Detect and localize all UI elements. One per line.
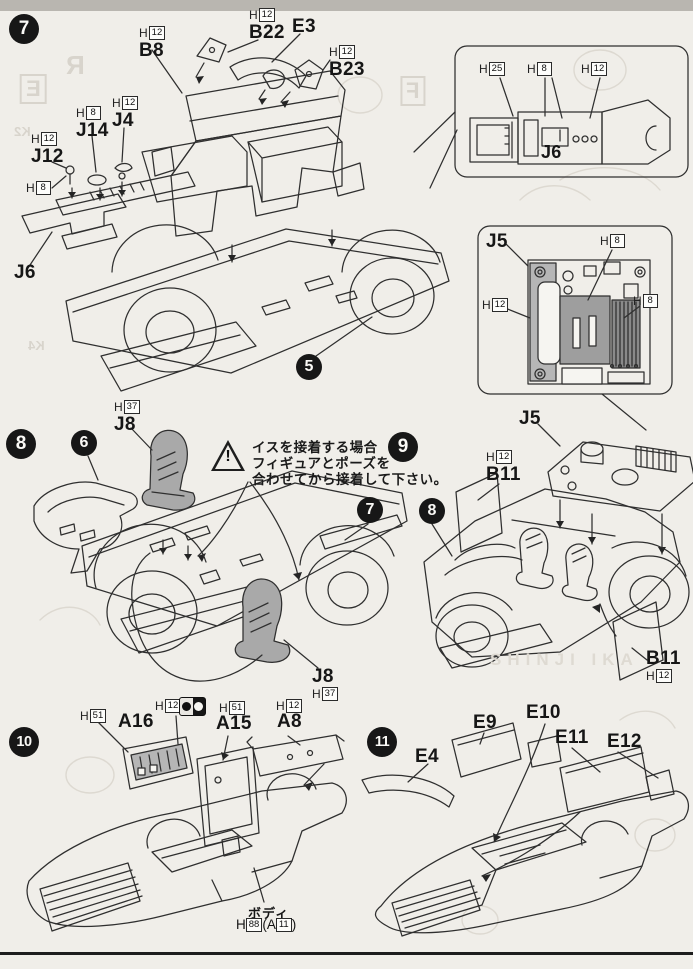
part-label-j6: J6 bbox=[14, 262, 36, 283]
step-number-10: 10 bbox=[9, 727, 39, 757]
ref-step-7-badge: 7 bbox=[357, 497, 383, 523]
part-label-e9: E9 bbox=[473, 712, 497, 733]
step9-illustration bbox=[423, 423, 693, 681]
showthrough-ghost-shapes bbox=[39, 49, 676, 935]
step11-illustration bbox=[361, 722, 690, 937]
ghost-text: K2 bbox=[14, 124, 31, 139]
part-label-a15-code: A15 bbox=[216, 713, 252, 734]
part-label-e4: E4 bbox=[415, 746, 439, 767]
body-label-jp: ボディ bbox=[248, 906, 290, 921]
ref-step-8-badge: 8 bbox=[419, 498, 445, 524]
ghost-text: E bbox=[20, 74, 47, 104]
warning-text: イスを接着する場合 フィギュアとポーズを 合わせてから接着して下さい。 bbox=[252, 440, 448, 488]
warning-triangle-icon: ! bbox=[211, 440, 245, 471]
part-label-a16-code: A16 bbox=[118, 711, 154, 732]
ref-step-5-badge: 5 bbox=[296, 354, 322, 380]
part-label-e3: E3 bbox=[292, 16, 316, 37]
seat-glue-warning: ! イスを接着する場合 フィギュアとポーズを 合わせてから接着して下さい。 bbox=[211, 440, 448, 489]
ref-step-6-badge: 6 bbox=[71, 430, 97, 456]
ghost-text: R bbox=[66, 50, 85, 80]
paint-color-icon bbox=[179, 697, 206, 716]
inset-j5-detail-box bbox=[477, 225, 673, 431]
page-edge-band bbox=[0, 0, 693, 11]
step-number-9: 9 bbox=[388, 432, 418, 462]
part-label-e12: E12 bbox=[607, 731, 642, 752]
section-divider-line bbox=[0, 952, 693, 955]
step-number-8: 8 bbox=[6, 429, 36, 459]
inset-j5-label-code: J5 bbox=[486, 231, 508, 252]
part-label-j5: J5 bbox=[519, 408, 541, 429]
part-label-e11: E11 bbox=[555, 727, 589, 748]
ghost-text: SHINJI IKA bbox=[490, 650, 639, 669]
step-number-11: 11 bbox=[367, 727, 397, 757]
step8-illustration bbox=[33, 427, 408, 682]
step-number-7: 7 bbox=[9, 14, 39, 44]
inset-j6-label-code: J6 bbox=[541, 142, 562, 162]
ghost-text: K4 bbox=[28, 338, 45, 353]
step7-illustration bbox=[21, 33, 450, 392]
step10-illustration bbox=[26, 715, 347, 932]
part-label-a8-code: A8 bbox=[277, 711, 302, 732]
ghost-text: F bbox=[400, 76, 426, 106]
part-label-e10: E10 bbox=[526, 702, 561, 723]
inset-j6-detail-box bbox=[413, 45, 689, 189]
